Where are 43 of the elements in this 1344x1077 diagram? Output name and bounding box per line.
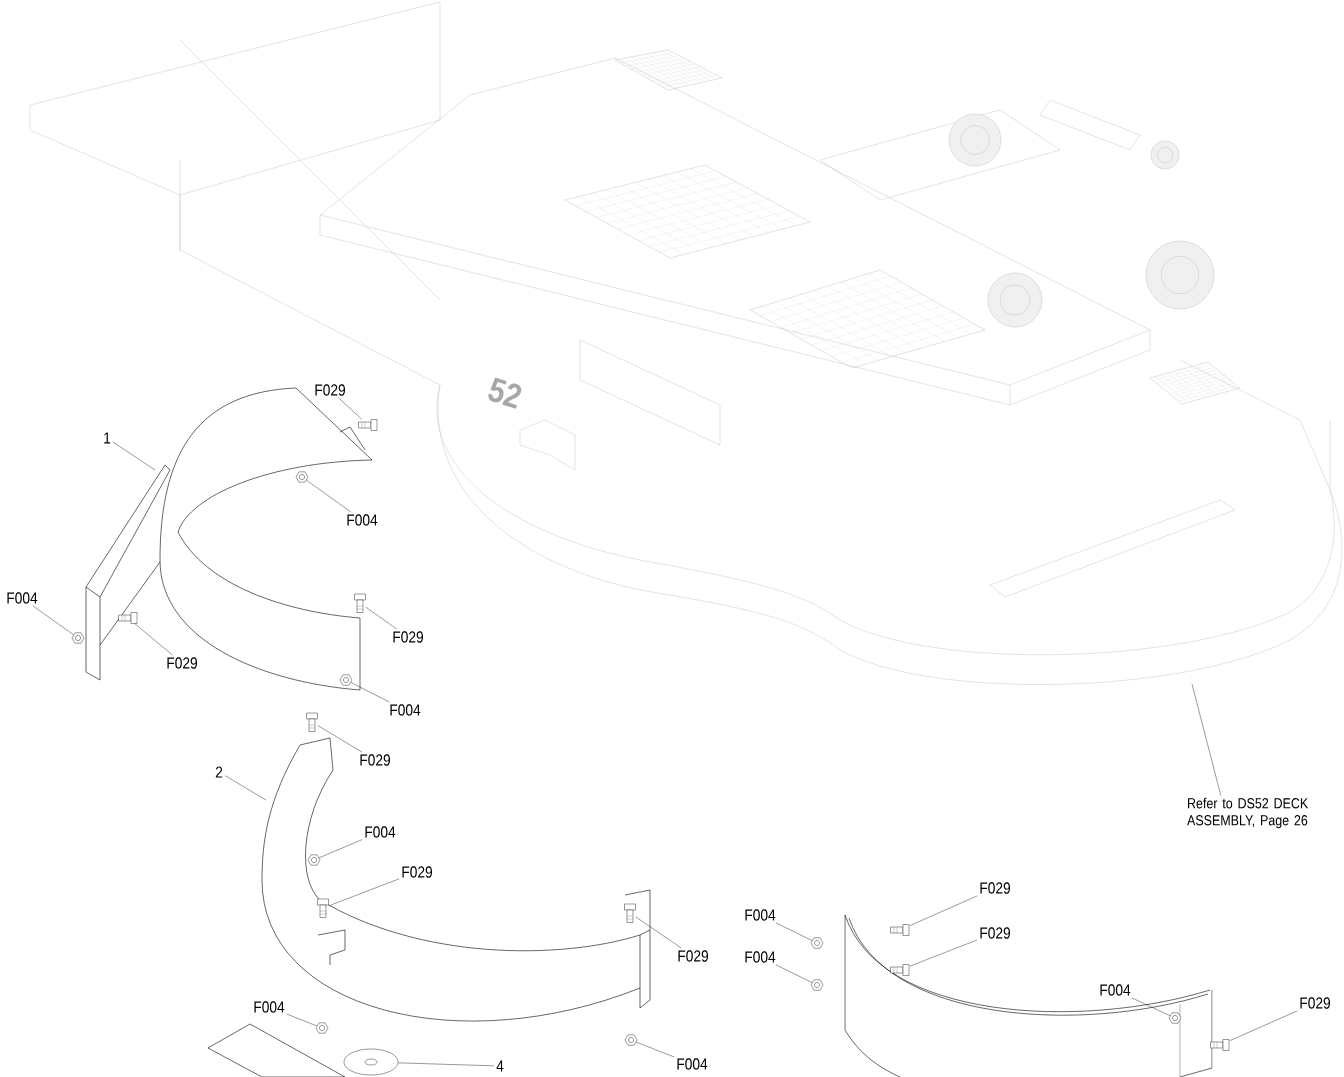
reference-note: Refer to DS52 DECK ASSEMBLY, Page 26 bbox=[1187, 797, 1309, 829]
leader-line bbox=[286, 1013, 318, 1027]
leader-line bbox=[306, 479, 352, 513]
leader-line bbox=[32, 605, 74, 636]
hex-nut bbox=[315, 1022, 329, 1034]
leader-line bbox=[909, 895, 978, 926]
leader-line bbox=[1229, 1010, 1298, 1041]
leader-line bbox=[909, 939, 978, 967]
part-number: F029 bbox=[980, 882, 1011, 894]
leader-line bbox=[1191, 683, 1221, 796]
leader-line bbox=[134, 623, 173, 656]
leader-line bbox=[338, 397, 362, 420]
part-number: F004 bbox=[745, 951, 776, 963]
hex-nut bbox=[624, 1034, 638, 1046]
part-number: F004 bbox=[390, 704, 421, 716]
callout-number: 2 bbox=[215, 766, 223, 778]
leader-line bbox=[775, 922, 813, 941]
part-number: F004 bbox=[254, 1001, 285, 1013]
deck-number: 52 bbox=[488, 377, 522, 409]
callout-number: 4 bbox=[496, 1060, 504, 1072]
bolt bbox=[1210, 1039, 1230, 1051]
leader-line bbox=[775, 964, 813, 983]
leader-line bbox=[112, 441, 156, 471]
hex-nut bbox=[810, 937, 824, 949]
leader-line bbox=[397, 1062, 495, 1067]
leader-line bbox=[224, 775, 267, 801]
bolt bbox=[306, 712, 318, 732]
leader-line bbox=[328, 878, 400, 907]
part-number: F029 bbox=[1300, 997, 1331, 1009]
leader-line bbox=[350, 682, 390, 703]
leader-line bbox=[1131, 997, 1171, 1016]
part-number: F004 bbox=[677, 1058, 708, 1070]
leader-line bbox=[635, 916, 682, 949]
leader-line bbox=[635, 1041, 675, 1058]
leader-line bbox=[318, 839, 363, 859]
part-number: F004 bbox=[745, 909, 776, 921]
leader-line bbox=[317, 725, 363, 753]
hex-nut bbox=[810, 979, 824, 991]
part-number: F004 bbox=[7, 592, 38, 604]
part-number: F029 bbox=[678, 950, 709, 962]
washer bbox=[343, 1048, 399, 1076]
leader-line bbox=[365, 606, 398, 630]
shield-drawing bbox=[844, 914, 1213, 1077]
